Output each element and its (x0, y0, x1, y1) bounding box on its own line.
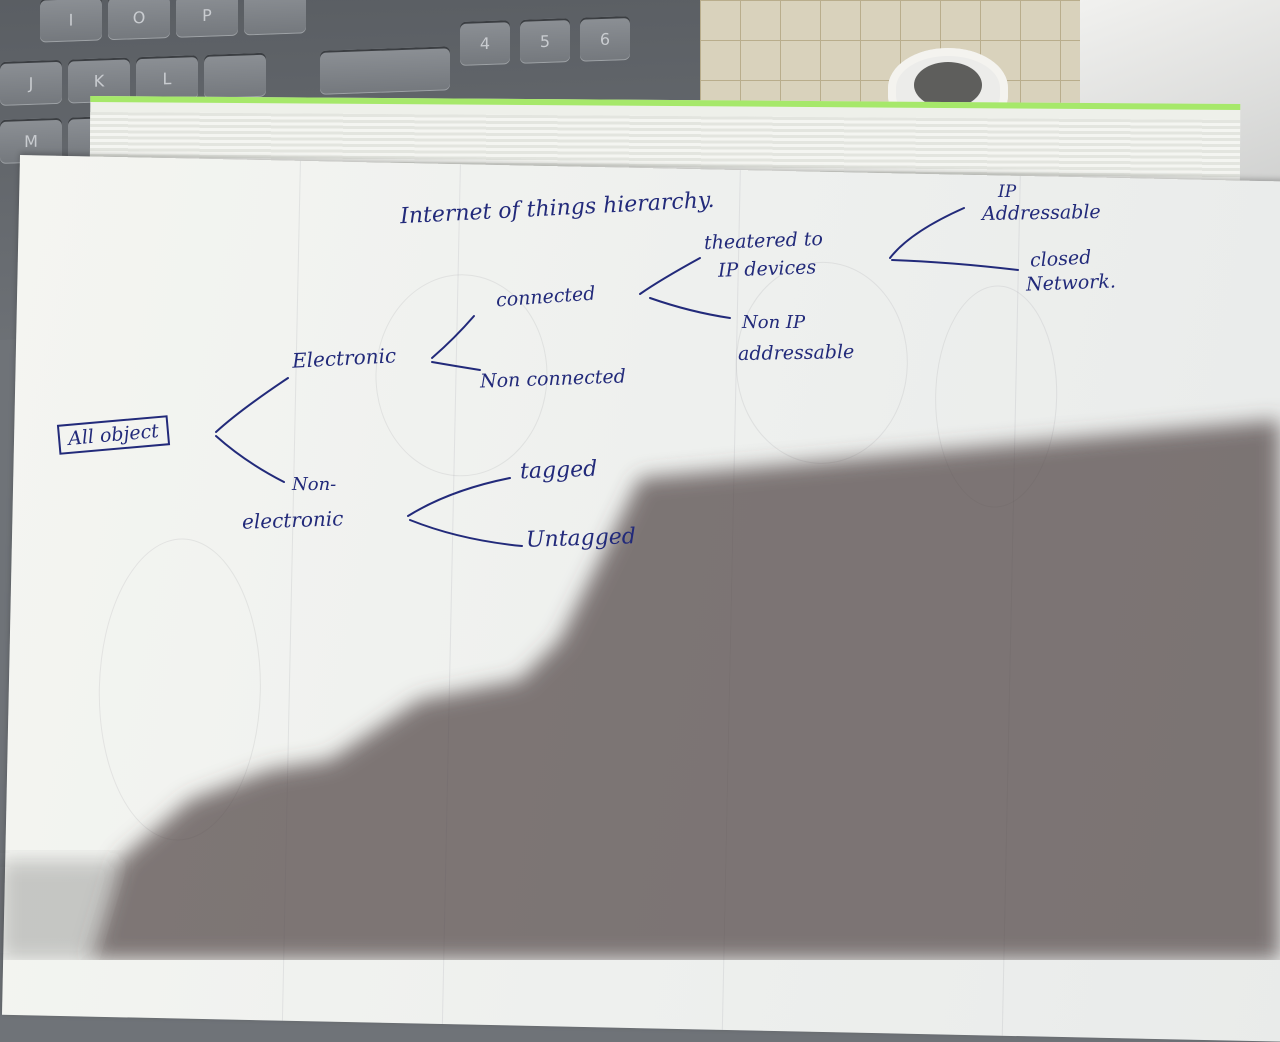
node-closed-network-line1: closed (1029, 246, 1092, 272)
node-non-electronic-line1: Non- (292, 474, 337, 495)
node-tethered-line1: theatered to (703, 227, 824, 255)
node-tethered-line2: IP devices (717, 256, 817, 282)
node-untagged: Untagged (525, 524, 637, 553)
node-tagged: tagged (519, 456, 598, 485)
node-ip-addressable-line2: Addressable (981, 200, 1101, 226)
cutting-mat (700, 0, 1110, 110)
node-non-ip-line2: addressable (737, 340, 855, 366)
node-non-ip-line1: Non IP (742, 312, 806, 333)
node-non-electronic-line2: electronic (241, 506, 344, 534)
node-closed-network-line2: Network. (1025, 270, 1117, 296)
hierarchy-connectors (215, 207, 1019, 547)
node-ip-addressable-line1: IP (998, 182, 1017, 202)
